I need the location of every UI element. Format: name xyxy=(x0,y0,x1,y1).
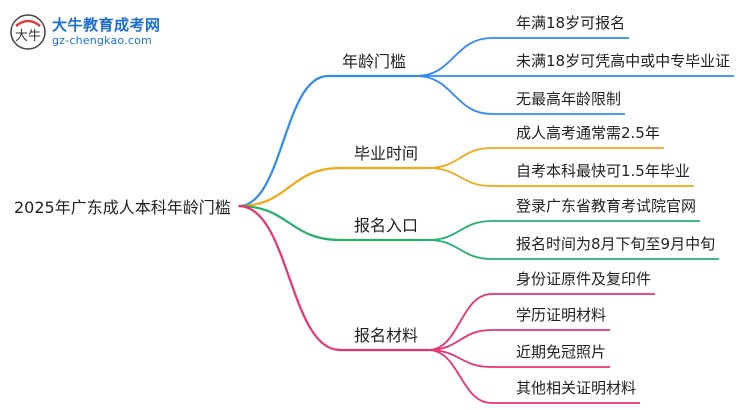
branch-registration-materials: 报名材料 xyxy=(354,326,419,345)
leaf-no-max-age: 无最高年龄限制 xyxy=(516,90,622,108)
branch-age-threshold: 年龄门槛 xyxy=(342,52,407,71)
leaf-connector xyxy=(416,37,630,77)
root-topic: 2025年广东成人本科年龄门槛 xyxy=(14,198,231,217)
leaf-connector xyxy=(428,167,694,187)
leaf-connector xyxy=(428,147,664,169)
leaf-education-proof: 学历证明材料 xyxy=(516,306,607,324)
branch-graduation-time: 毕业时间 xyxy=(354,144,419,163)
leaf-age-18: 年满18岁可报名 xyxy=(516,14,626,32)
logo-mark-text: 大牛 xyxy=(15,29,41,44)
leaf-other-proof: 其他相关证明材料 xyxy=(516,379,637,397)
branch-connector xyxy=(238,166,429,208)
site-logo[interactable]: 大牛 大牛教育成考网 gz-chengkao.com xyxy=(8,10,168,50)
leaf-connector xyxy=(428,349,611,368)
leaf-connector xyxy=(416,75,626,115)
leaf-connector xyxy=(428,220,701,241)
branch-connector xyxy=(238,74,417,208)
leaf-under-18: 未满18岁可凭高中或中专毕业证 xyxy=(516,52,731,70)
logo-mark-icon: 大牛 xyxy=(10,14,46,50)
leaf-adult-exam-duration: 成人高考通常需2.5年 xyxy=(516,124,660,142)
leaf-connector xyxy=(427,349,641,404)
leaf-connector xyxy=(427,293,656,351)
branch-connector xyxy=(238,204,429,352)
leaf-id-card: 身份证原件及复印件 xyxy=(516,270,652,288)
branch-registration-portal: 报名入口 xyxy=(354,216,419,235)
logo-url: gz-chengkao.com xyxy=(52,34,152,47)
leaf-connector xyxy=(428,239,720,260)
leaf-registration-period: 报名时间为8月下旬至9月中旬 xyxy=(516,235,716,253)
leaf-photo: 近期免冠照片 xyxy=(516,343,607,361)
leaf-self-study-duration: 自考本科最快可1.5年毕业 xyxy=(516,162,690,180)
leaf-connector xyxy=(428,329,611,351)
branch-connector xyxy=(238,204,429,242)
leaf-official-site: 登录广东省教育考试院官网 xyxy=(516,197,697,215)
logo-title: 大牛教育成考网 xyxy=(52,16,161,34)
